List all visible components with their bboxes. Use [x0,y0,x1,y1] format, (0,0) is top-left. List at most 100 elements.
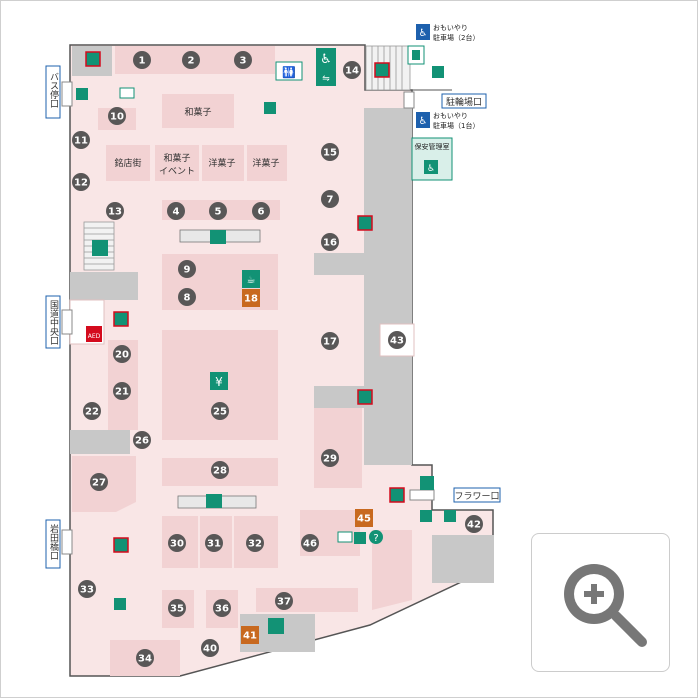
shop-badge-41[interactable]: 41 [241,626,259,644]
shop-badge-46[interactable]: 46 [301,534,319,552]
svg-text:♿: ♿ [320,52,332,67]
svg-text:8: 8 [184,293,191,304]
restroom-icon: 🚻 [275,61,303,81]
shop-badge-15[interactable]: 15 [321,143,339,161]
shop-badge-25[interactable]: 25 [211,402,229,420]
shop-badges-orange: 18 41 45 [241,289,373,644]
entrance-label-flower: フラワー口 [453,487,501,503]
shop-badge-43[interactable]: 43 [388,331,406,349]
shop-badge-31[interactable]: 31 [205,534,223,552]
parking-note-top: ♿ おもいやり 駐車場（2台） [416,24,479,42]
svg-text:36: 36 [215,604,229,615]
svg-text:31: 31 [207,539,221,550]
wall-block [70,272,138,300]
shop-badge-36[interactable]: 36 [213,599,231,617]
wall-block [70,430,130,454]
svg-text:バス停口: バス停口 [48,72,59,108]
shop-badge-20[interactable]: 20 [113,345,131,363]
svg-text:おもいやり: おもいやり [433,112,468,120]
shop-badge-3[interactable]: 3 [234,51,252,69]
cafe-icon: ☕ [242,270,260,288]
svg-text:35: 35 [170,604,184,615]
shop-badge-27[interactable]: 27 [90,473,108,491]
shop-badge-2[interactable]: 2 [182,51,200,69]
svg-text:♿: ♿ [419,28,428,39]
aed-icon: AED [86,326,102,342]
shop-badge-22[interactable]: 22 [83,402,101,420]
svg-text:43: 43 [390,336,404,347]
escalator-icon [92,230,284,634]
zoom-in-button[interactable] [531,533,670,672]
shop-badge-35[interactable]: 35 [168,599,186,617]
shop-badge-9[interactable]: 9 [178,260,196,278]
svg-text:⇋: ⇋ [322,74,330,84]
shop-badge-16[interactable]: 16 [321,233,339,251]
shop-badge-37[interactable]: 37 [275,592,293,610]
svg-text:10: 10 [110,112,124,123]
shop-badge-17[interactable]: 17 [321,332,339,350]
wheelchair-icon [76,66,456,610]
svg-text:?: ? [373,533,378,544]
svg-text:13: 13 [108,207,122,218]
shop-badge-34[interactable]: 34 [136,649,154,667]
svg-text:15: 15 [323,148,337,159]
shop-badge-33[interactable]: 33 [78,580,96,598]
zone-label-wagashi: 和菓子 [184,106,211,118]
svg-text:🚻: 🚻 [282,66,296,79]
svg-text:22: 22 [85,407,99,418]
svg-text:フラワー口: フラワー口 [454,491,499,502]
shop-badge-32[interactable]: 32 [246,534,264,552]
svg-text:29: 29 [323,454,337,465]
stroller-icon [420,476,434,490]
shop-badge-10[interactable]: 10 [108,107,126,125]
entrance-label-parking: 駐輪場口 [441,93,487,109]
shop-badge-4[interactable]: 4 [167,202,185,220]
accessible-restroom-icon: ♿ [316,48,336,68]
shop-badge-26[interactable]: 26 [133,431,151,449]
svg-text:AED: AED [88,333,101,340]
entrance-label-kokudo: 国道中央口 [45,295,61,349]
shop-badge-40[interactable]: 40 [201,639,219,657]
shop-badge-5[interactable]: 5 [209,202,227,220]
shop-badge-8[interactable]: 8 [178,288,196,306]
exit-icon [85,51,405,553]
wall-block [314,108,412,465]
shop-badge-11[interactable]: 11 [72,131,90,149]
svg-text:26: 26 [135,436,149,447]
shop-badge-30[interactable]: 30 [168,534,186,552]
svg-text:駐車場（2台）: 駐車場（2台） [433,33,479,42]
svg-text:12: 12 [74,178,88,189]
shop-badge-21[interactable]: 21 [113,382,131,400]
entrance-label-iwata: 岩田橋口 [45,519,61,569]
shop-badge-18[interactable]: 18 [242,289,260,307]
svg-text:5: 5 [215,207,222,218]
zone-label-meitengai: 銘店街 [114,157,141,169]
elevator-icon [407,45,425,65]
svg-text:7: 7 [327,195,334,206]
svg-text:45: 45 [357,514,371,525]
zone-label-wagashi-event: イベント [159,167,195,177]
svg-text:25: 25 [213,407,227,418]
shop-badge-29[interactable]: 29 [321,449,339,467]
shop-badge-42[interactable]: 42 [465,515,483,533]
svg-text:42: 42 [467,520,481,531]
shop-badge-7[interactable]: 7 [321,190,339,208]
shop-badge-13[interactable]: 13 [106,202,124,220]
shop-badge-6[interactable]: 6 [252,202,270,220]
atm-icon: ¥ [210,372,228,390]
shop-badge-12[interactable]: 12 [72,173,90,191]
shop-badge-45[interactable]: 45 [355,509,373,527]
shop-badge-14[interactable]: 14 [343,61,361,79]
svg-text:28: 28 [213,466,227,477]
nursery-icon: ⇋ [316,68,336,86]
svg-text:♿: ♿ [419,116,428,127]
security-office: 保安管理室 ♿ [411,137,453,181]
shop-badge-28[interactable]: 28 [211,461,229,479]
svg-text:3: 3 [240,56,247,67]
svg-text:40: 40 [203,644,217,655]
shop-badge-1[interactable]: 1 [133,51,151,69]
svg-text:18: 18 [244,294,258,305]
zone-label-yogashi: 洋菓子 [208,157,235,169]
